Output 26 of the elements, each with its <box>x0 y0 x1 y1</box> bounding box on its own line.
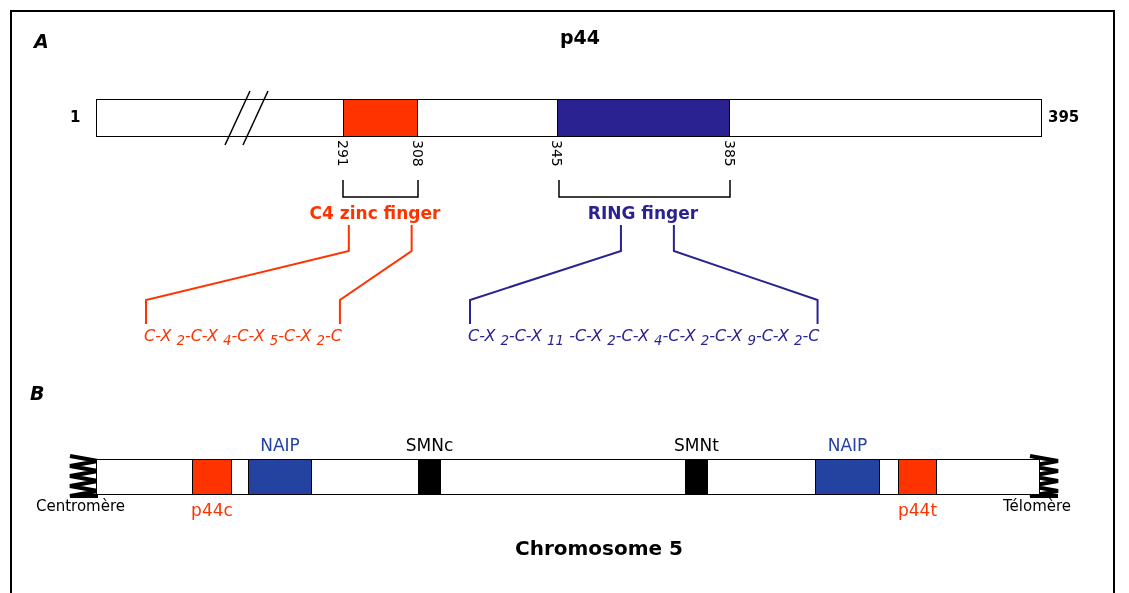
residue-number: 395 <box>1048 108 1080 126</box>
gene-name: SMNt <box>674 434 719 456</box>
motif-sequence: C-X $_{2}$-C-X $_{11}$ -C-X $_{2}$-C-X $_{4}$-C-X $_{2}$-C-X $_{9}$-C-X $_{2}$-C <box>468 326 820 345</box>
residue-number: 345 <box>550 140 564 167</box>
connector-line <box>145 224 350 325</box>
gene-name: NAIP <box>827 434 868 456</box>
residue-number: 385 <box>723 140 737 167</box>
domain-name: RING finger <box>587 203 699 223</box>
gene-name: NAIP <box>260 434 300 456</box>
domain-name: C4 zinc finger <box>309 203 441 223</box>
gene-name: p44c <box>191 499 233 521</box>
residue-number: 1 <box>70 108 81 126</box>
connector-line <box>338 224 413 325</box>
panel-letter: B <box>30 382 45 404</box>
gene-name: p44t <box>897 499 938 521</box>
chromosome-end-label: Télomère <box>1003 497 1072 515</box>
connector-line <box>672 224 819 325</box>
residue-number: 291 <box>336 140 350 167</box>
chromosome-name: Chromosome 5 <box>515 536 684 560</box>
connector-line <box>469 224 622 325</box>
protein-name: p44 <box>560 26 601 48</box>
panel-letter: A <box>34 30 49 52</box>
gene-name: SMNc <box>405 434 454 456</box>
chromosome-end-label: Centromère <box>36 497 125 515</box>
residue-number: 308 <box>411 140 425 167</box>
motif-sequence: C-X $_{2}$-C-X $_{4}$-C-X $_{5}$-C-X $_{2}$-C <box>144 326 342 345</box>
